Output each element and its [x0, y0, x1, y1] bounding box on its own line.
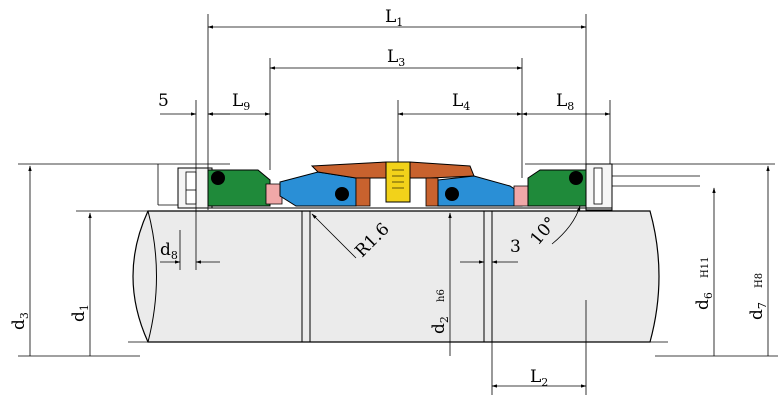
label-five: 5	[158, 91, 169, 111]
label-d7-tolerance: H8	[754, 273, 765, 288]
label-d6: d6	[693, 292, 715, 310]
label-d2-tolerance: h6	[436, 289, 447, 302]
seal-assembly	[18, 161, 775, 211]
label-d3: d3	[9, 312, 31, 330]
label-d8: d8	[160, 240, 178, 262]
label-d2: d2	[429, 316, 451, 334]
label-d7: d7	[747, 302, 769, 320]
label-l4: L4	[452, 91, 470, 113]
label-three: 3	[510, 237, 521, 257]
label-d6-tolerance: H11	[700, 257, 711, 278]
label-l8: L8	[556, 91, 574, 113]
dimension-lines	[18, 14, 778, 395]
label-l2: L2	[530, 367, 548, 389]
label-d1: d1	[69, 304, 91, 322]
shaft	[128, 210, 668, 343]
label-l1: L1	[385, 7, 403, 29]
label-l3: L3	[387, 47, 405, 69]
label-l9: L9	[232, 91, 250, 113]
